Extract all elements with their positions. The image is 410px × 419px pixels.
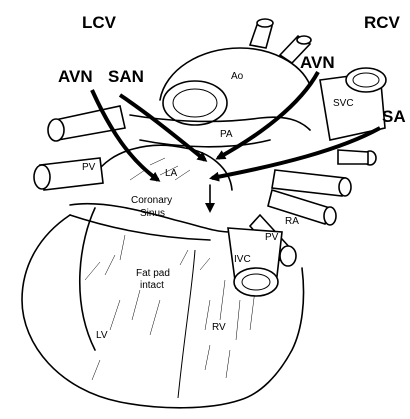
label-sa: SA	[382, 107, 406, 126]
label-avn-right: AVN	[300, 53, 335, 72]
label-ivc: IVC	[234, 254, 251, 265]
label-ra: RA	[285, 216, 299, 227]
left-pulmonary-veins	[34, 106, 125, 190]
label-rcv: RCV	[364, 13, 401, 32]
label-intact: intact	[140, 280, 164, 291]
label-lv: LV	[96, 330, 108, 341]
left-atrium	[95, 145, 232, 190]
label-pv-left: PV	[82, 162, 96, 173]
label-avn-left: AVN	[58, 67, 93, 86]
label-coronary: Coronary	[131, 195, 172, 206]
label-san: SAN	[108, 67, 144, 86]
label-ao: Ao	[231, 71, 244, 82]
label-rv: RV	[212, 322, 226, 333]
label-la: LA	[165, 168, 178, 179]
label-fatpad: Fat pad	[136, 268, 170, 279]
label-svc: SVC	[333, 98, 354, 109]
label-pa: PA	[220, 129, 233, 140]
label-sinus: Sinus	[140, 208, 165, 219]
label-lcv: LCV	[82, 13, 117, 32]
label-pv-right: PV	[265, 232, 279, 243]
